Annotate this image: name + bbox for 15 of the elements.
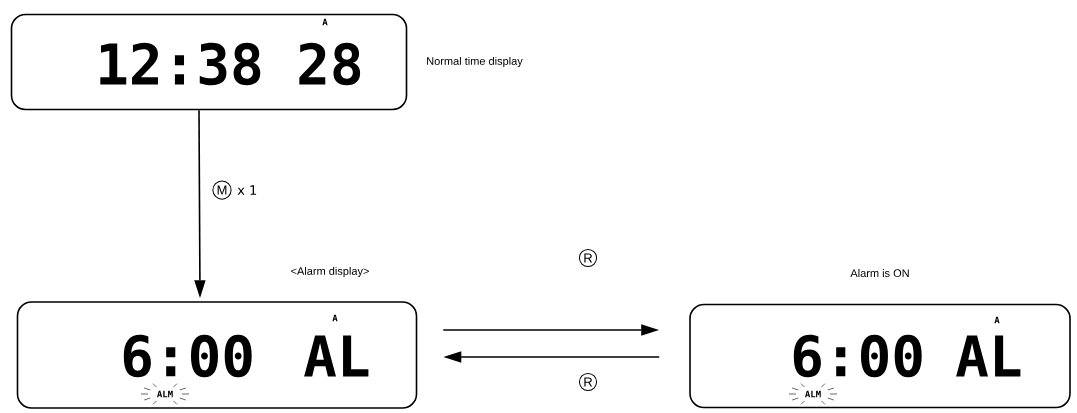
indicator-letter: A: [332, 314, 338, 322]
digit-readout: 12:38: [100, 42, 261, 86]
indicator-letter: A: [994, 316, 1000, 324]
caption-text: Normal time display: [427, 56, 523, 68]
digit-readout: AL: [956, 335, 1021, 377]
digit-readout: 6:00: [793, 334, 922, 378]
digit-readout: 6:00: [123, 334, 252, 378]
digit-readout: AL: [304, 335, 369, 377]
indicator-letter: A: [322, 18, 328, 26]
alarm-indicator: ALM: [140, 383, 190, 405]
caption-text: <Alarm display>: [291, 266, 369, 278]
alarm-indicator: ALM: [788, 383, 838, 405]
edge-label: x 1: [236, 184, 259, 196]
caption-text: Alarm is ON: [850, 268, 909, 278]
digit-readout: 28: [299, 42, 361, 86]
